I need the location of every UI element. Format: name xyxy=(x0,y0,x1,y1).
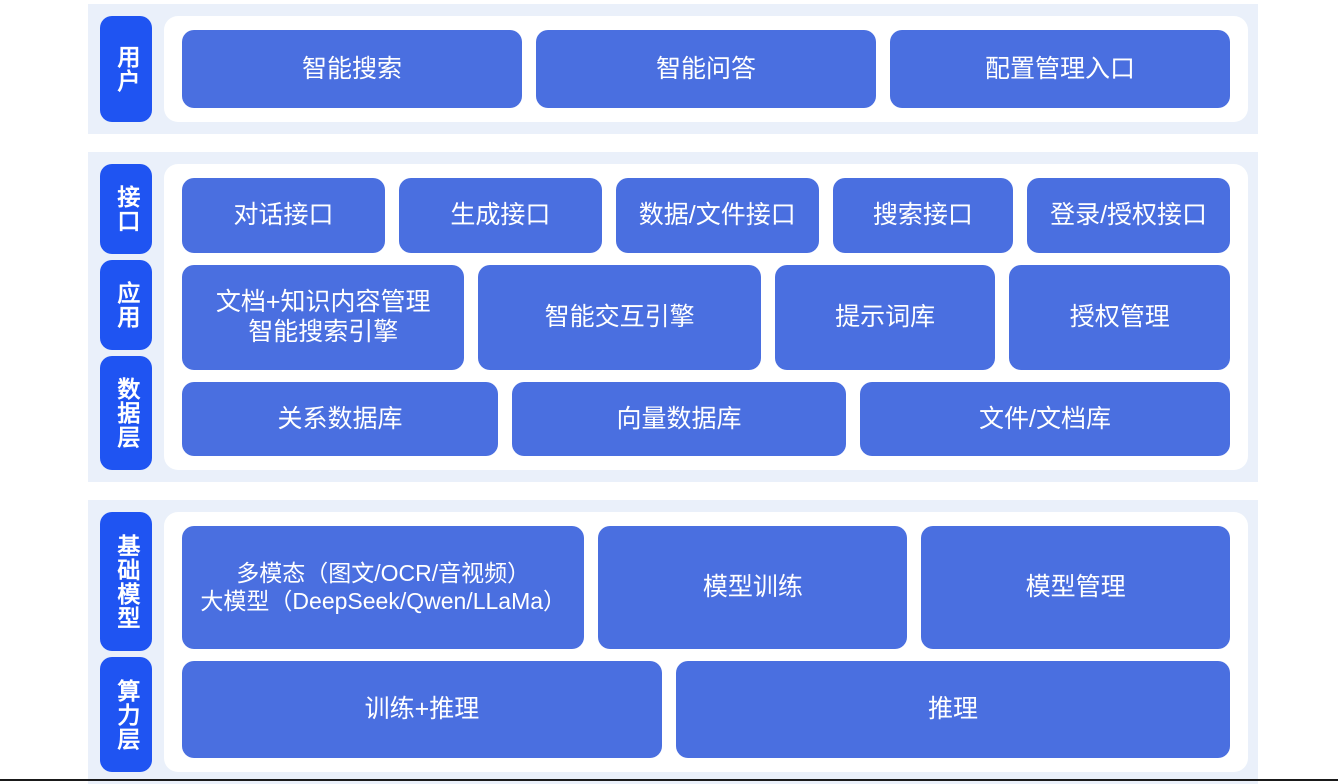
tab-column-infrastructure-panel: 基础模型算力层 xyxy=(100,512,152,772)
row-data-layer-row: 关系数据库向量数据库文件/文档库 xyxy=(182,381,1230,456)
box-file-document-store[interactable]: 文件/文档库 xyxy=(860,381,1230,456)
tab-column-platform-panel: 接口应用数据层 xyxy=(100,164,152,470)
box-model-training[interactable]: 模型训练 xyxy=(598,526,908,649)
box-doc-knowledge-search[interactable]: 文档+知识内容管理 智能搜索引擎 xyxy=(182,264,465,370)
card-infrastructure-panel: 多模态（图文/OCR/音视频） 大模型（DeepSeek/Qwen/LLaMa）… xyxy=(164,512,1248,772)
tab-application-label: 应用 xyxy=(113,281,140,329)
box-vector-database[interactable]: 向量数据库 xyxy=(512,381,846,456)
panel-infrastructure-panel: 基础模型算力层多模态（图文/OCR/音视频） 大模型（DeepSeek/Qwen… xyxy=(88,500,1258,784)
card-platform-panel: 对话接口生成接口数据/文件接口搜索接口登录/授权接口文档+知识内容管理 智能搜索… xyxy=(164,164,1248,470)
bottom-divider xyxy=(0,779,1338,781)
row-compute-layer-row: 训练+推理推理 xyxy=(182,660,1230,758)
tab-compute-layer[interactable]: 算力层 xyxy=(100,657,152,772)
box-generation-api[interactable]: 生成接口 xyxy=(398,178,602,253)
tab-column-user-panel: 用户 xyxy=(100,16,152,122)
box-smart-search[interactable]: 智能搜索 xyxy=(182,30,522,108)
box-multimodal-llm[interactable]: 多模态（图文/OCR/音视频） 大模型（DeepSeek/Qwen/LLaMa） xyxy=(182,526,585,649)
tab-foundation-model-label: 基础模型 xyxy=(113,533,140,630)
row-foundation-model-row: 多模态（图文/OCR/音视频） 大模型（DeepSeek/Qwen/LLaMa）… xyxy=(182,526,1230,649)
box-relational-database[interactable]: 关系数据库 xyxy=(182,381,498,456)
card-user-panel: 智能搜索智能问答配置管理入口 xyxy=(164,16,1248,122)
box-authorization-management[interactable]: 授权管理 xyxy=(1009,264,1230,370)
box-training-inference[interactable]: 训练+推理 xyxy=(182,660,662,758)
panel-platform-panel: 接口应用数据层对话接口生成接口数据/文件接口搜索接口登录/授权接口文档+知识内容… xyxy=(88,152,1258,482)
panel-user-panel: 用户智能搜索智能问答配置管理入口 xyxy=(88,4,1258,134)
box-inference[interactable]: 推理 xyxy=(675,660,1230,758)
row-user-row: 智能搜索智能问答配置管理入口 xyxy=(182,30,1230,108)
box-prompt-library[interactable]: 提示词库 xyxy=(774,264,996,370)
tab-compute-layer-label: 算力层 xyxy=(113,678,140,751)
box-interaction-engine[interactable]: 智能交互引擎 xyxy=(478,264,761,370)
box-search-api[interactable]: 搜索接口 xyxy=(832,178,1014,253)
box-data-file-api[interactable]: 数据/文件接口 xyxy=(615,178,819,253)
tab-foundation-model[interactable]: 基础模型 xyxy=(100,512,152,651)
box-smart-qa[interactable]: 智能问答 xyxy=(536,30,876,108)
tab-interface[interactable]: 接口 xyxy=(100,164,152,254)
box-login-auth-api[interactable]: 登录/授权接口 xyxy=(1027,178,1231,253)
row-interface-row: 对话接口生成接口数据/文件接口搜索接口登录/授权接口 xyxy=(182,178,1231,253)
tab-user[interactable]: 用户 xyxy=(100,16,152,122)
row-application-row: 文档+知识内容管理 智能搜索引擎智能交互引擎提示词库授权管理 xyxy=(182,264,1230,370)
box-config-management-entry[interactable]: 配置管理入口 xyxy=(890,30,1230,108)
box-model-management[interactable]: 模型管理 xyxy=(921,526,1230,649)
tab-data-layer-label: 数据层 xyxy=(113,377,140,449)
box-dialog-api[interactable]: 对话接口 xyxy=(182,178,385,253)
tab-data-layer[interactable]: 数据层 xyxy=(100,356,152,470)
tab-application[interactable]: 应用 xyxy=(100,260,152,350)
tab-user-label: 用户 xyxy=(113,45,140,93)
tab-interface-label: 接口 xyxy=(113,185,140,233)
